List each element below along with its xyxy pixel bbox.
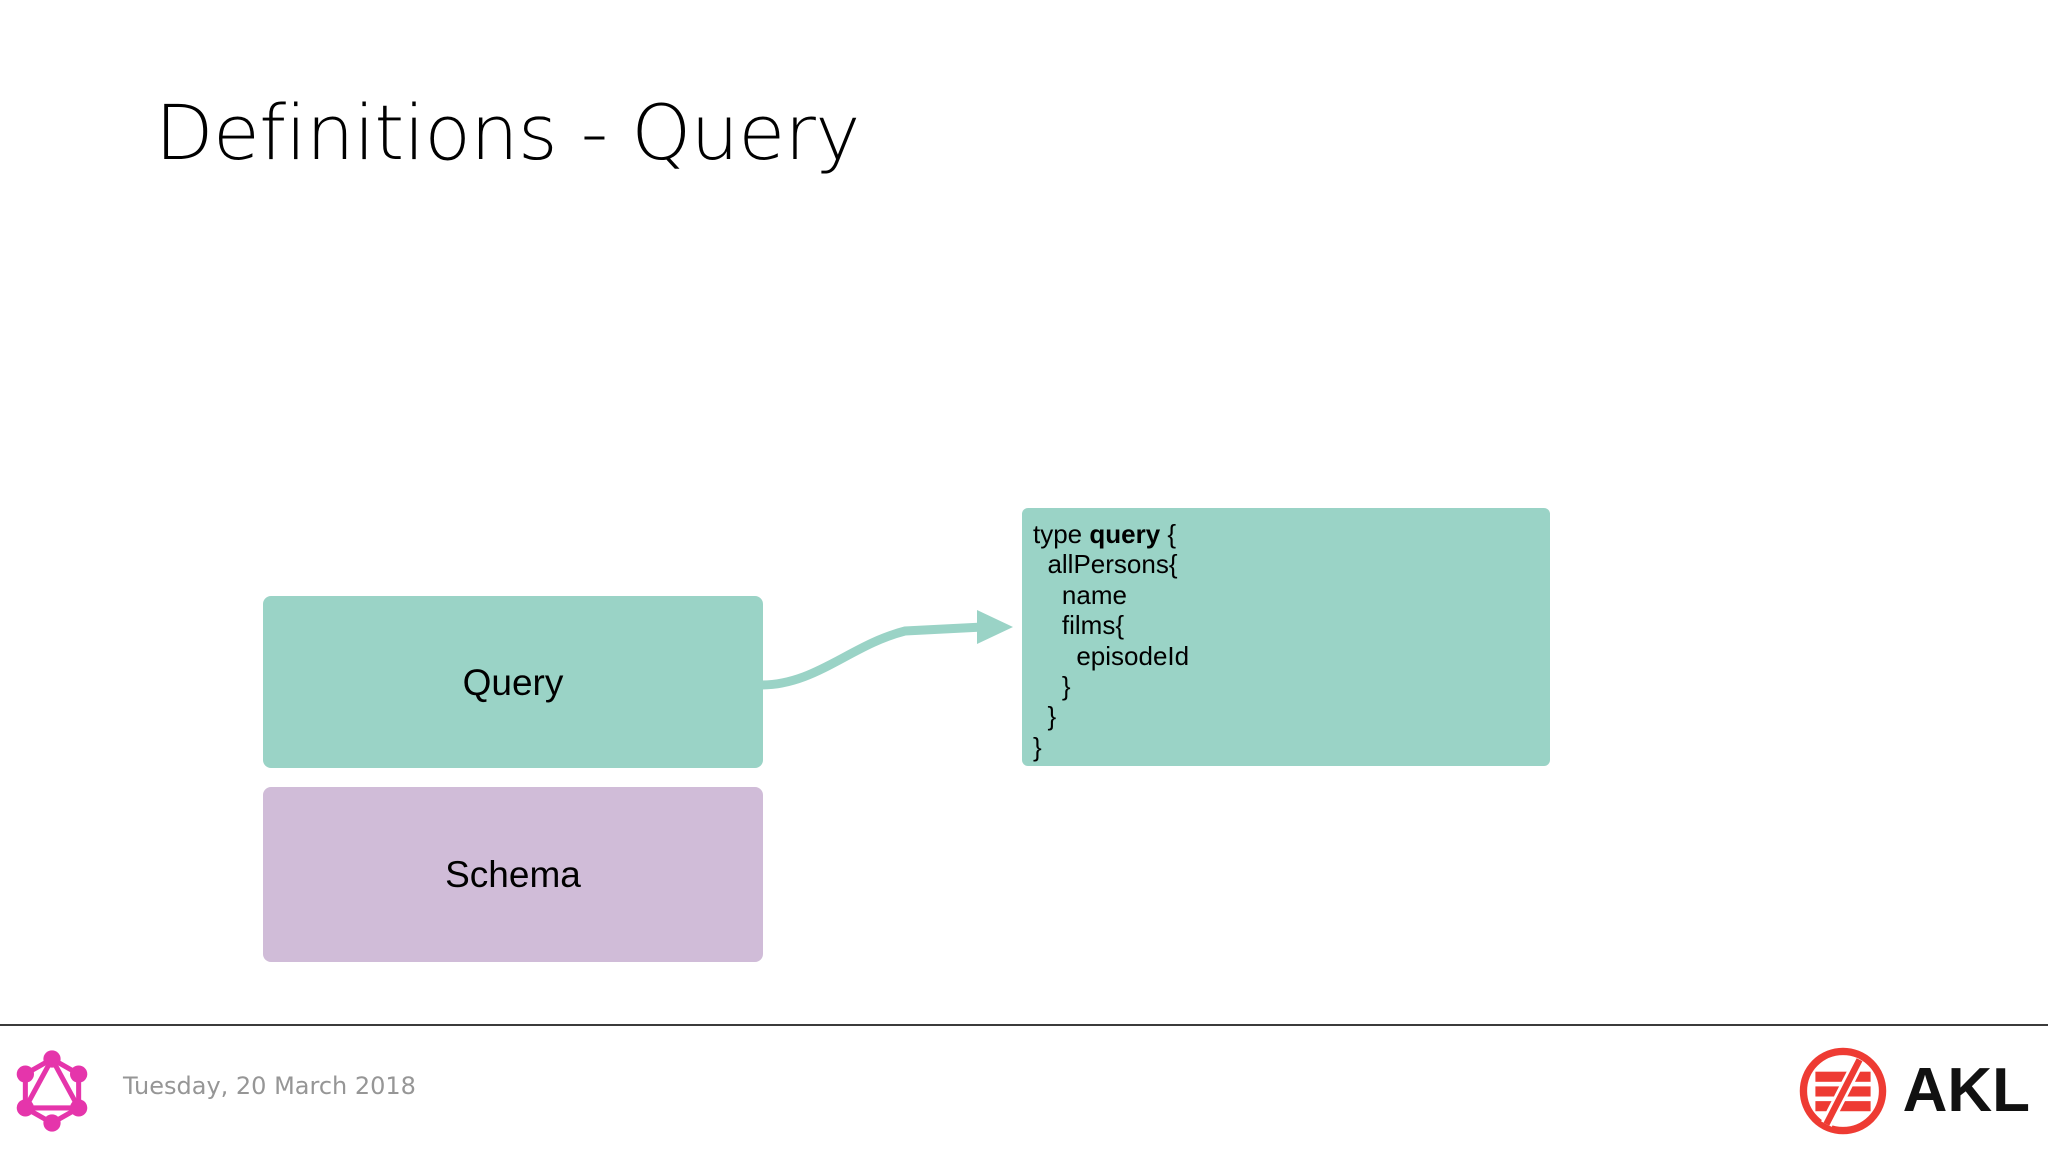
code-line: } <box>1033 731 1042 762</box>
graphql-logo-icon <box>16 1050 88 1132</box>
code-line: } <box>1033 671 1071 702</box>
code-block: type query { allPersons{ name films{ epi… <box>1022 508 1550 766</box>
code-line: type query { <box>1033 519 1177 549</box>
code-line: name <box>1033 579 1127 610</box>
code-line: films{ <box>1033 610 1125 641</box>
diagram-box-schema[interactable]: Schema <box>263 787 763 962</box>
footer-divider <box>0 1024 2048 1026</box>
page-title: Definitions - Query <box>155 88 860 177</box>
code-line: allPersons{ <box>1033 549 1178 580</box>
akl-logo: AKL <box>1797 1042 2030 1140</box>
akl-wordmark: AKL <box>1902 1056 2030 1125</box>
diagram-box-query[interactable]: Query <box>263 596 763 768</box>
code-line: episodeId <box>1033 640 1190 671</box>
diagram-box-schema-label: Schema <box>445 854 581 895</box>
akl-mark-icon <box>1799 1047 1886 1135</box>
query-to-code-arrow-icon <box>758 610 1013 690</box>
diagram-box-query-label: Query <box>462 661 564 703</box>
code-line: } <box>1033 701 1057 732</box>
footer-date: Tuesday, 20 March 2018 <box>123 1072 416 1100</box>
